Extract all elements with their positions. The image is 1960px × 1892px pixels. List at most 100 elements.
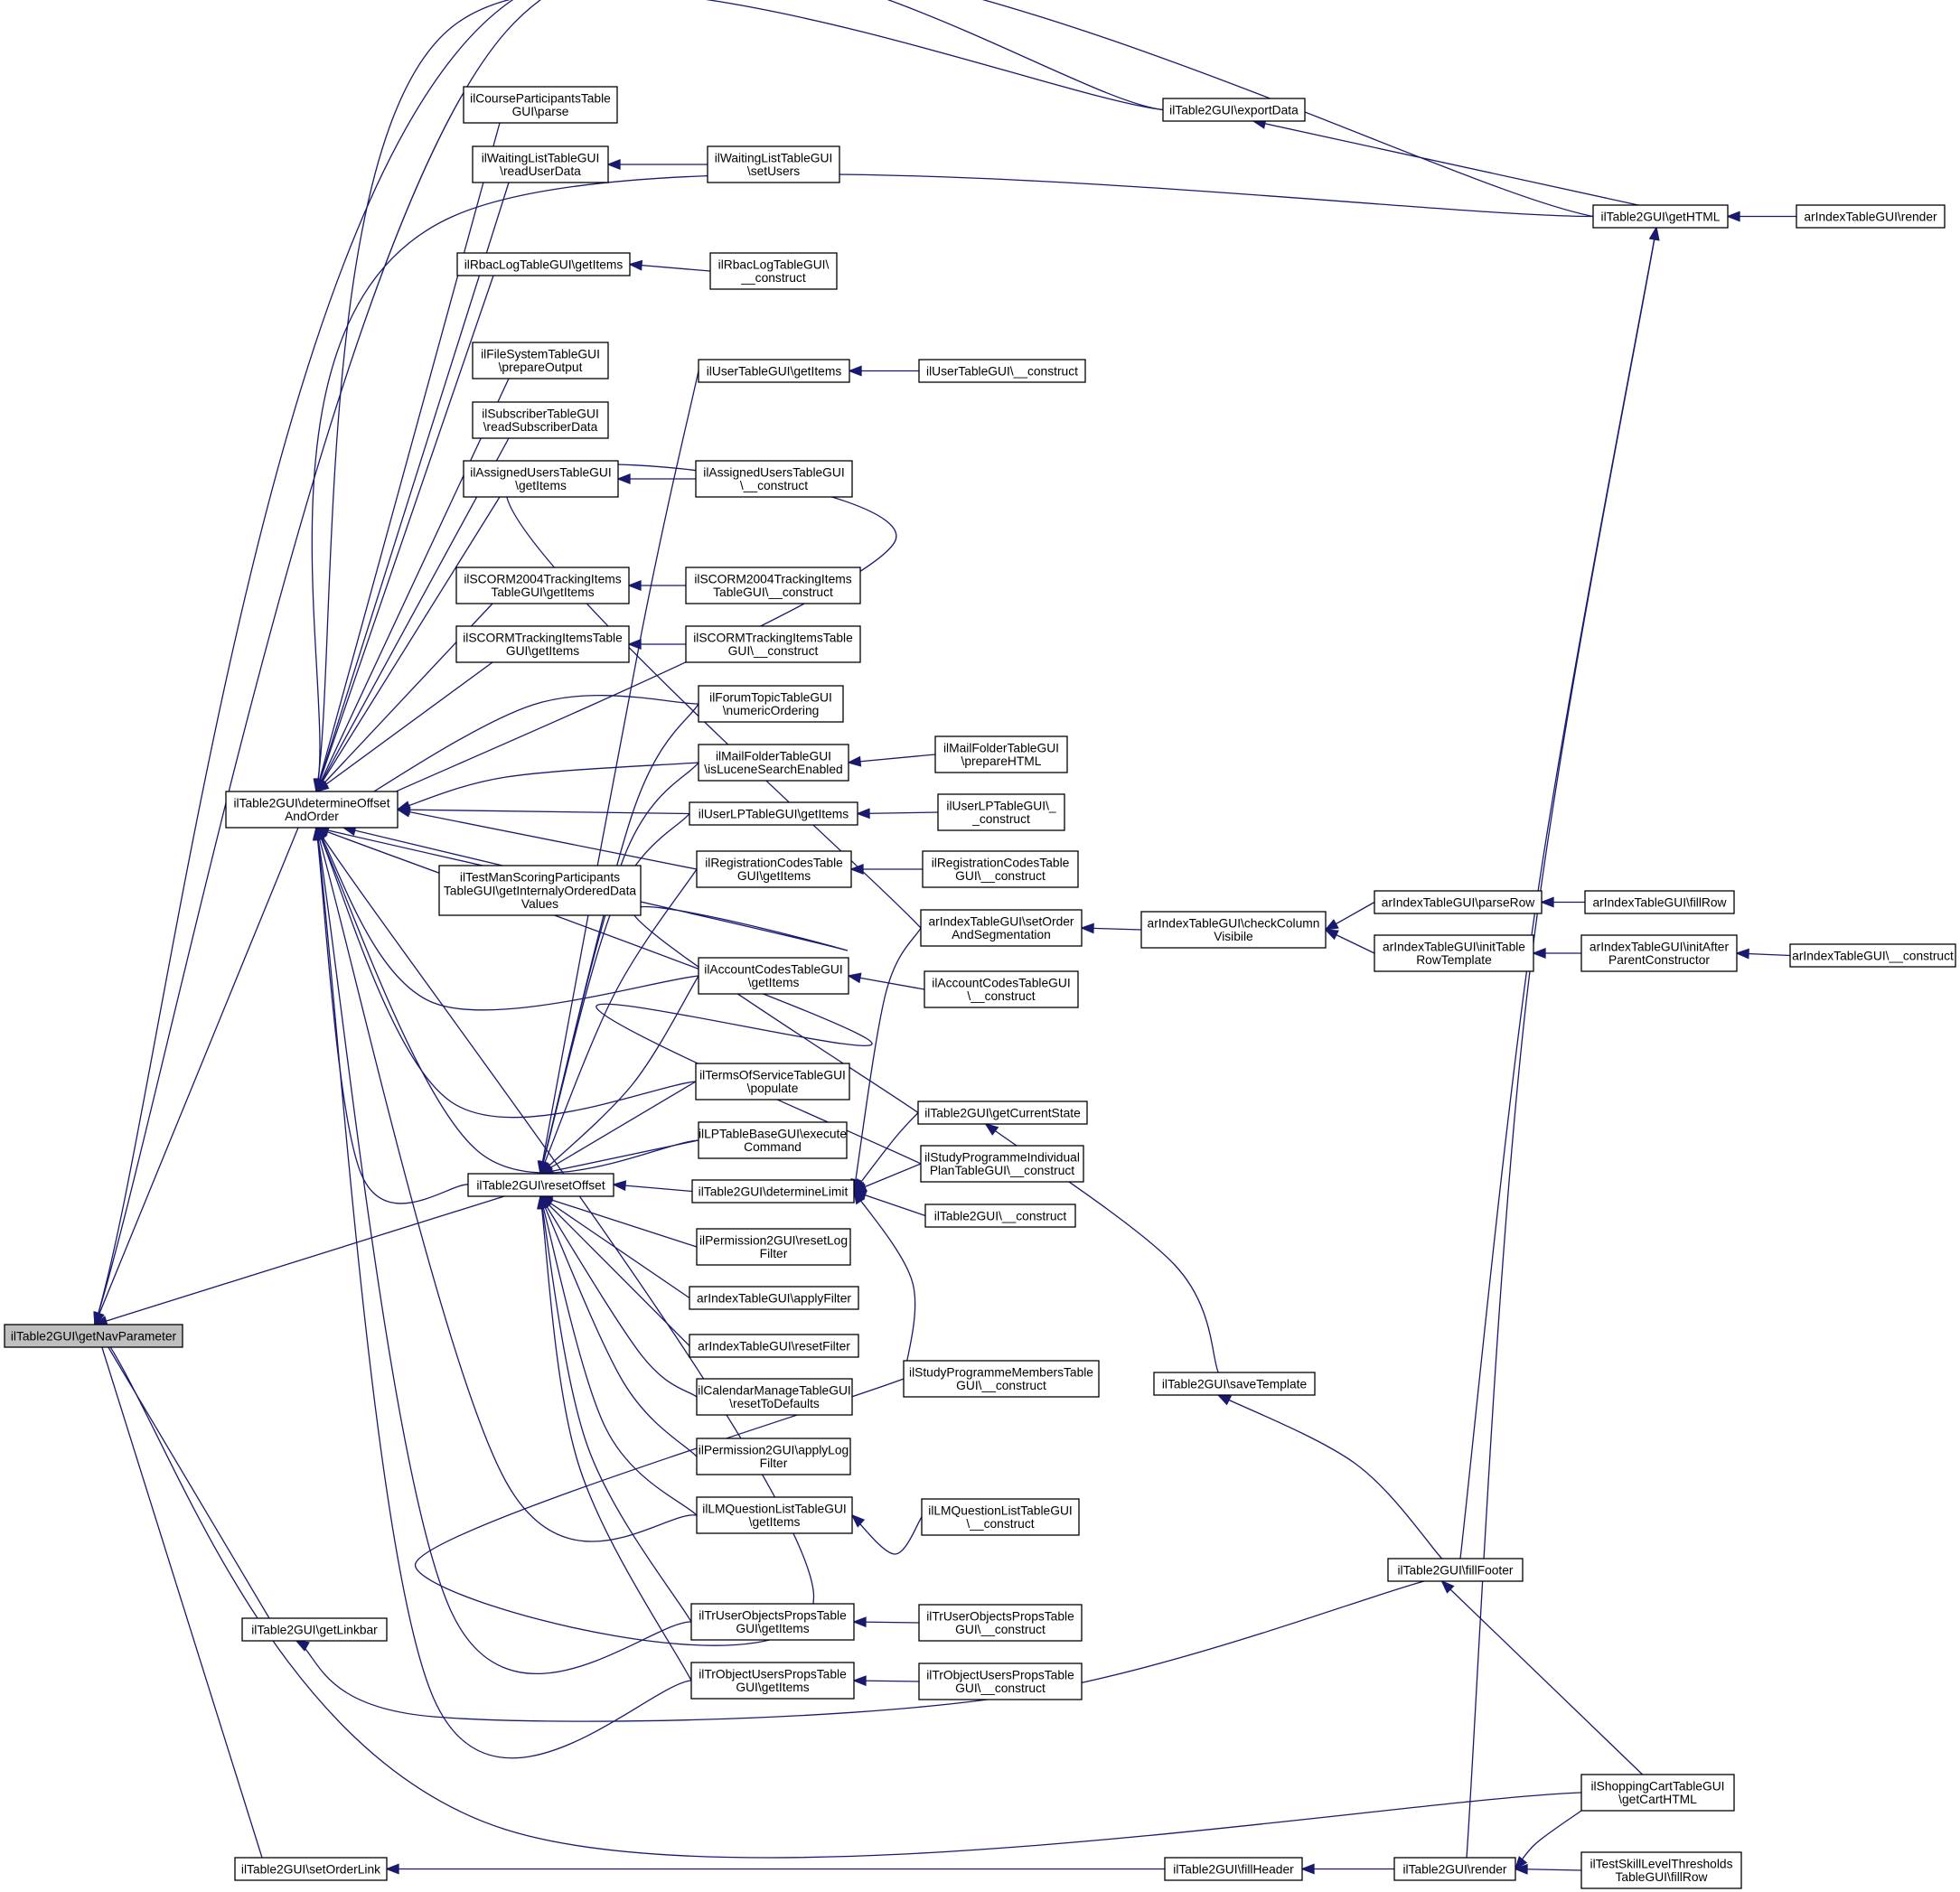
graph-node[interactable]: ilTable2GUI\render bbox=[1393, 1857, 1516, 1881]
graph-node[interactable]: ilLMQuestionListTableGUI\getItems bbox=[696, 1496, 853, 1534]
graph-node[interactable]: ilTable2GUI\getLinkbar bbox=[241, 1617, 388, 1642]
graph-node[interactable]: ilStudyProgrammeIndividualPlanTableGUI\_… bbox=[920, 1145, 1084, 1183]
graph-node[interactable]: ilAccountCodesTableGUI\__construct bbox=[924, 970, 1079, 1008]
graph-node[interactable]: ilRbacLogTableGUI\__construct bbox=[709, 252, 838, 290]
graph-node[interactable]: ilTable2GUI\getNavParameter bbox=[4, 1324, 183, 1348]
node-box bbox=[920, 909, 1083, 947]
call-edge bbox=[612, 1180, 693, 1193]
graph-node[interactable]: ilLMQuestionListTableGUI\__construct bbox=[921, 1498, 1080, 1536]
node-box bbox=[698, 957, 849, 995]
graph-node[interactable]: ilTermsOfServiceTableGUI\populate bbox=[695, 1063, 850, 1101]
graph-node[interactable]: ilMailFolderTableGUI\prepareHTML bbox=[934, 735, 1068, 773]
graph-node[interactable]: ilTable2GUI\saveTemplate bbox=[1153, 1372, 1316, 1396]
graph-node[interactable]: ilForumTopicTableGUI\numericOrdering bbox=[698, 685, 844, 723]
edge-line bbox=[94, 1324, 270, 1619]
graph-node[interactable]: ilTestManScoringParticipantsTableGUI\get… bbox=[438, 865, 642, 916]
call-edge bbox=[852, 1616, 920, 1628]
arrowhead bbox=[1726, 211, 1740, 222]
node-label: \resetToDefaults bbox=[729, 1397, 820, 1410]
graph-node[interactable]: ilTable2GUI\__construct bbox=[924, 1204, 1076, 1228]
graph-node[interactable]: ilUserLPTableGUI\getItems bbox=[689, 801, 858, 826]
node-label: ilTable2GUI\getCurrentState bbox=[924, 1106, 1081, 1119]
graph-node[interactable]: ilWaitingListTableGUI\setUsers bbox=[707, 145, 840, 183]
call-edge bbox=[539, 1194, 690, 1346]
edge-line bbox=[315, 827, 699, 1011]
graph-node[interactable]: ilTable2GUI\setOrderLink bbox=[234, 1857, 388, 1881]
node-box bbox=[234, 1857, 388, 1881]
arrowhead bbox=[847, 755, 862, 767]
graph-node[interactable]: arIndexTableGUI\initAfterParentConstruct… bbox=[1580, 934, 1738, 972]
graph-node[interactable]: arIndexTableGUI\fillRow bbox=[1584, 890, 1735, 914]
graph-node[interactable]: ilAccountCodesTableGUI\getItems bbox=[698, 957, 849, 995]
node-box bbox=[1140, 911, 1327, 949]
node-label: ilTable2GUI\setOrderLink bbox=[241, 1862, 380, 1876]
graph-node[interactable]: ilUserLPTableGUI\__construct bbox=[937, 793, 1065, 831]
node-label: ilTable2GUI\determineLimit bbox=[699, 1185, 849, 1198]
graph-node[interactable]: ilSCORM2004TrackingItemsTableGUI\__const… bbox=[685, 567, 861, 604]
graph-node[interactable]: ilStudyProgrammeMembersTableGUI\__constr… bbox=[903, 1360, 1100, 1398]
edge-line bbox=[851, 1514, 923, 1555]
node-label: \isLuceneSearchEnabled bbox=[704, 763, 842, 776]
graph-node[interactable]: arIndexTableGUI\applyFilter bbox=[689, 1286, 859, 1310]
graph-node[interactable]: ilTable2GUI\fillFooter bbox=[1387, 1558, 1524, 1582]
graph-node[interactable]: arIndexTableGUI\resetFilter bbox=[689, 1334, 859, 1358]
graph-node[interactable]: ilShoppingCartTableGUI\getCartHTML bbox=[1580, 1774, 1735, 1812]
node-box bbox=[1580, 1774, 1735, 1812]
node-label: ilMailFolderTableGUI bbox=[716, 749, 831, 763]
graph-node[interactable]: ilAssignedUsersTableGUI\getItems bbox=[463, 460, 619, 498]
graph-node[interactable]: arIndexTableGUI\__construct bbox=[1789, 943, 1956, 968]
edge-line bbox=[94, 0, 1164, 1325]
edge-line bbox=[1515, 1810, 1582, 1869]
edge-line bbox=[539, 370, 699, 1175]
edge-line bbox=[315, 496, 501, 792]
graph-node[interactable]: ilUserTableGUI\getItems bbox=[698, 359, 850, 383]
graph-node[interactable]: ilTable2GUI\determineLimit bbox=[691, 1179, 855, 1204]
graph-node[interactable]: ilTable2GUI\getCurrentState bbox=[917, 1101, 1088, 1125]
graph-node[interactable]: ilSubscriberTableGUI\readSubscriberData bbox=[472, 401, 609, 439]
call-edge bbox=[849, 864, 923, 875]
graph-node[interactable]: ilWaitingListTableGUI\readUserData bbox=[472, 145, 609, 183]
graph-node[interactable]: ilRbacLogTableGUI\getItems bbox=[456, 252, 631, 276]
node-label: ilLMQuestionListTableGUI bbox=[928, 1503, 1073, 1517]
graph-node[interactable]: arIndexTableGUI\parseRow bbox=[1374, 890, 1543, 914]
graph-node[interactable]: arIndexTableGUI\render bbox=[1796, 204, 1946, 229]
node-label: \readUserData bbox=[500, 164, 581, 178]
call-edge bbox=[94, 1323, 270, 1619]
call-edge bbox=[396, 806, 698, 870]
call-edge bbox=[396, 762, 699, 811]
graph-node[interactable]: ilCalendarManageTableGUI\resetToDefaults bbox=[696, 1378, 853, 1416]
node-label: ilWaitingListTableGUI bbox=[715, 151, 833, 164]
graph-node[interactable]: ilFileSystemTableGUI\prepareOutput bbox=[472, 342, 609, 379]
graph-node[interactable]: ilTable2GUI\exportData bbox=[1162, 98, 1306, 122]
graph-node[interactable]: ilMailFolderTableGUI\isLuceneSearchEnabl… bbox=[698, 744, 849, 782]
node-label: _construct bbox=[971, 812, 1030, 826]
graph-node[interactable]: ilTable2GUI\getHTML bbox=[1592, 204, 1729, 229]
graph-node[interactable]: ilSCORM2004TrackingItemsTableGUI\getItem… bbox=[455, 567, 630, 604]
graph-node[interactable]: ilTestSkillLevelThresholdsTableGUI\fillR… bbox=[1580, 1851, 1742, 1889]
graph-node[interactable]: ilUserTableGUI\__construct bbox=[918, 359, 1086, 383]
call-edge bbox=[1324, 901, 1375, 931]
graph-node[interactable]: ilTable2GUI\resetOffset bbox=[467, 1173, 614, 1197]
node-box bbox=[467, 1173, 614, 1197]
graph-node[interactable]: ilAssignedUsersTableGUI\__construct bbox=[695, 460, 853, 498]
node-label: \populate bbox=[747, 1082, 799, 1095]
node-label: ilLMQuestionListTableGUI bbox=[702, 1502, 847, 1515]
graph-node[interactable]: ilTable2GUI\fillHeader bbox=[1164, 1857, 1303, 1881]
node-label: ilPermission2GUI\applyLog bbox=[699, 1443, 849, 1456]
